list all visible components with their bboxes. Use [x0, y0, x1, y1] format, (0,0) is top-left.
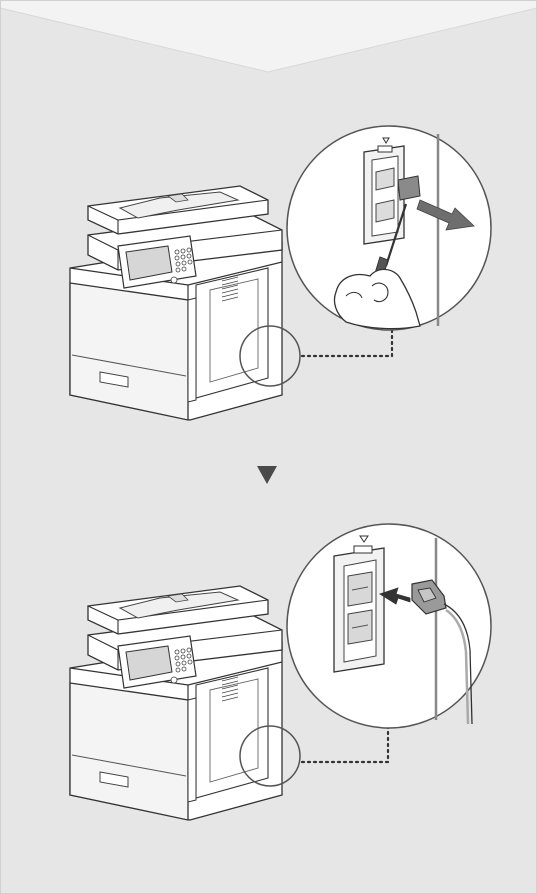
callout-detail: [287, 126, 491, 330]
callout-detail: [287, 524, 491, 728]
port-panel-icon: [334, 536, 384, 672]
printer-illustration: [70, 186, 282, 420]
port-cap-icon: [398, 176, 420, 200]
printer-illustration: [70, 586, 282, 820]
